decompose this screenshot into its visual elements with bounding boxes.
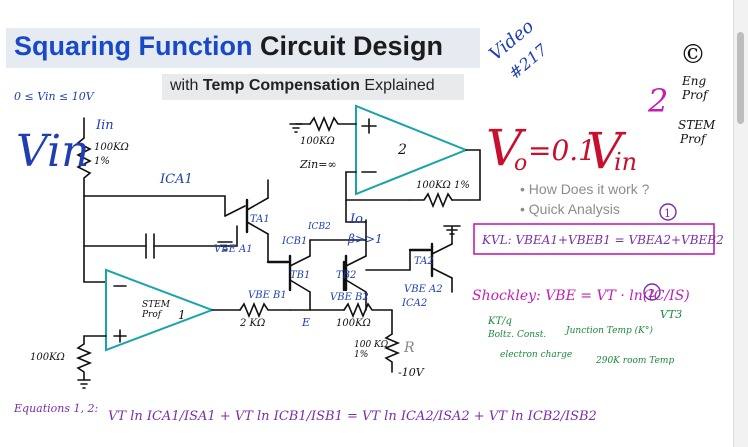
vertical-scrollbar[interactable]: [733, 0, 748, 447]
subtitle-bold: Temp Compensation: [202, 77, 360, 94]
bottom-resistor: [383, 333, 401, 373]
bullet-list: How Does it work ? Quick Analysis: [520, 181, 650, 221]
electron-note: electron charge: [500, 350, 573, 360]
ica1-note: ICA1: [160, 172, 193, 187]
subtitle-banner: [162, 74, 464, 100]
rin-tol-note: 1%: [94, 156, 110, 167]
beta-note: β>>1: [348, 232, 383, 246]
r-opamp-note: 100KΩ: [30, 352, 65, 363]
input-range-note: 0 ≤ Vin ≤ 10V: [14, 90, 94, 103]
input-resistor: [76, 137, 92, 197]
ground-resistor: [75, 343, 93, 381]
tb2-note: TB2: [336, 270, 357, 281]
eq-power: 2: [647, 82, 668, 120]
rin-note: 100KΩ: [94, 142, 129, 153]
r2k-note: 2 KΩ: [240, 318, 266, 329]
io-note: Io: [350, 212, 363, 227]
eq-vo-sub: o: [514, 151, 527, 176]
icb1-note: ICB1: [282, 236, 308, 247]
stem-line1: STEM: [678, 118, 716, 132]
opamp2-num: 2: [398, 142, 407, 158]
kvl-box: [473, 223, 715, 255]
r-bottom-note: 100 KΩ 1%: [354, 340, 389, 360]
subtitle-suffix: Explained: [364, 77, 435, 94]
subtitle: with Temp Compensation Explained: [170, 77, 435, 95]
scroll-thumb[interactable]: [737, 32, 744, 124]
equations-line: VT ln ICA1/ISA1 + VT ln ICB1/ISB1 = VT l…: [108, 409, 597, 424]
vbe-b1-note: VBE B1: [248, 290, 287, 301]
vbe-a1-note: VBE A1: [214, 244, 253, 255]
feedback-capacitor: [145, 233, 155, 259]
subtitle-prefix: with: [170, 77, 199, 94]
neg10-note: -10V: [398, 366, 424, 379]
bullet-how-it-works: How Does it work ?: [520, 181, 650, 197]
opamp1-num: 1: [178, 308, 186, 322]
title-accent: Squaring Function: [14, 31, 253, 61]
opamp-2: [355, 104, 469, 196]
r-2k: [239, 301, 291, 319]
icb2-note: ICB2: [308, 222, 331, 232]
iin-note: Iin: [96, 118, 114, 133]
r-label: R: [404, 340, 415, 356]
vbe-a2-note: VBE A2: [404, 284, 443, 295]
bullet-quick-analysis: Quick Analysis: [520, 201, 649, 217]
room-note: 290K room Temp: [596, 356, 675, 366]
copyright-icon: ©: [680, 40, 706, 70]
boltz-note: Boltz. Const.: [488, 330, 547, 340]
vbe-b2-note: VBE B2: [330, 292, 369, 303]
stem-line2: Prof: [680, 132, 706, 146]
ica2-note: ICA2: [402, 298, 428, 309]
opamp1-label: STEM Prof: [142, 300, 170, 320]
eq-vin-sub: in: [614, 148, 637, 176]
shockley-text: Shockley: VBE = VT · ln(IC/IS): [472, 288, 690, 304]
eq-coef: =0.1: [528, 134, 596, 167]
kvl-num: 1: [664, 207, 671, 220]
kvl-text: KVL: VBEA1+VBEB1 = VBEA2+VBEB2: [481, 233, 724, 247]
zin-note: Zin=∞: [300, 158, 337, 171]
eng-line2: Prof: [682, 88, 708, 102]
thermal-note: KT/q: [488, 316, 512, 327]
opamp-1: [105, 268, 215, 352]
rout-note: 100KΩ 1%: [416, 180, 470, 191]
eq-vin: V: [586, 122, 627, 180]
title-rest: Circuit Design: [260, 31, 444, 61]
shockley-num: 2: [648, 287, 655, 300]
eq-vo: V: [486, 119, 527, 177]
tb1-note: TB1: [290, 270, 311, 281]
vt3-note: VT3: [660, 308, 683, 321]
e-node-note: E: [302, 316, 311, 329]
page-title: Squaring Function Circuit Design: [14, 31, 443, 62]
equations-label: Equations 1, 2:: [13, 402, 98, 415]
r100k-b-note: 100KΩ: [336, 318, 371, 329]
junction-note: Junction Temp (K°): [566, 326, 653, 336]
rf-note: 100KΩ: [300, 136, 335, 147]
vin-label: Vin: [16, 126, 89, 177]
eng-line1: Eng: [682, 74, 707, 88]
ta2-note: TA2: [414, 256, 434, 267]
ta1-note: TA1: [250, 214, 270, 225]
title-banner: [6, 28, 480, 68]
